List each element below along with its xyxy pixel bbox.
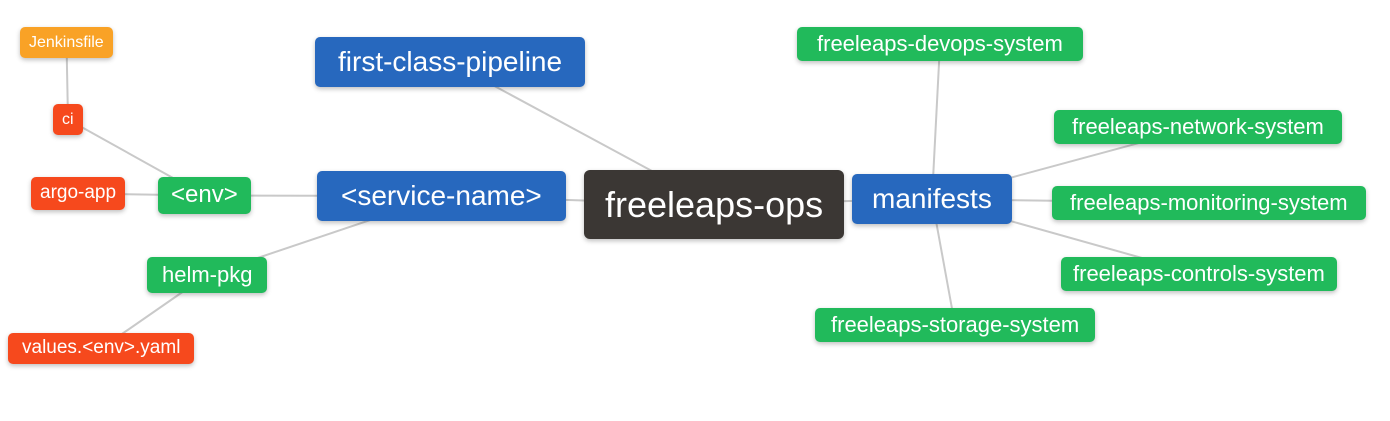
node-freeleaps-controls-system[interactable]: freeleaps-controls-system <box>1061 257 1337 292</box>
node-argo-app[interactable]: argo-app <box>31 177 126 210</box>
node-env[interactable]: <env> <box>158 177 251 214</box>
node-values-env-yaml[interactable]: values.<env>.yaml <box>8 333 195 364</box>
node-jenkinsfile[interactable]: Jenkinsfile <box>20 27 113 59</box>
node-ci[interactable]: ci <box>53 104 83 136</box>
node-freeleaps-network-system[interactable]: freeleaps-network-system <box>1054 110 1342 145</box>
node-first-class-pipeline[interactable]: first-class-pipeline <box>315 37 586 87</box>
node-service-name[interactable]: <service-name> <box>317 171 566 221</box>
node-freeleaps-devops-system[interactable]: freeleaps-devops-system <box>797 27 1083 62</box>
node-helm-pkg[interactable]: helm-pkg <box>147 257 268 294</box>
node-freeleaps-ops-root[interactable]: freeleaps-ops <box>584 170 845 240</box>
node-freeleaps-storage-system[interactable]: freeleaps-storage-system <box>815 308 1096 343</box>
node-manifests[interactable]: manifests <box>852 174 1012 224</box>
node-freeleaps-monitoring-system[interactable]: freeleaps-monitoring-system <box>1052 186 1366 221</box>
